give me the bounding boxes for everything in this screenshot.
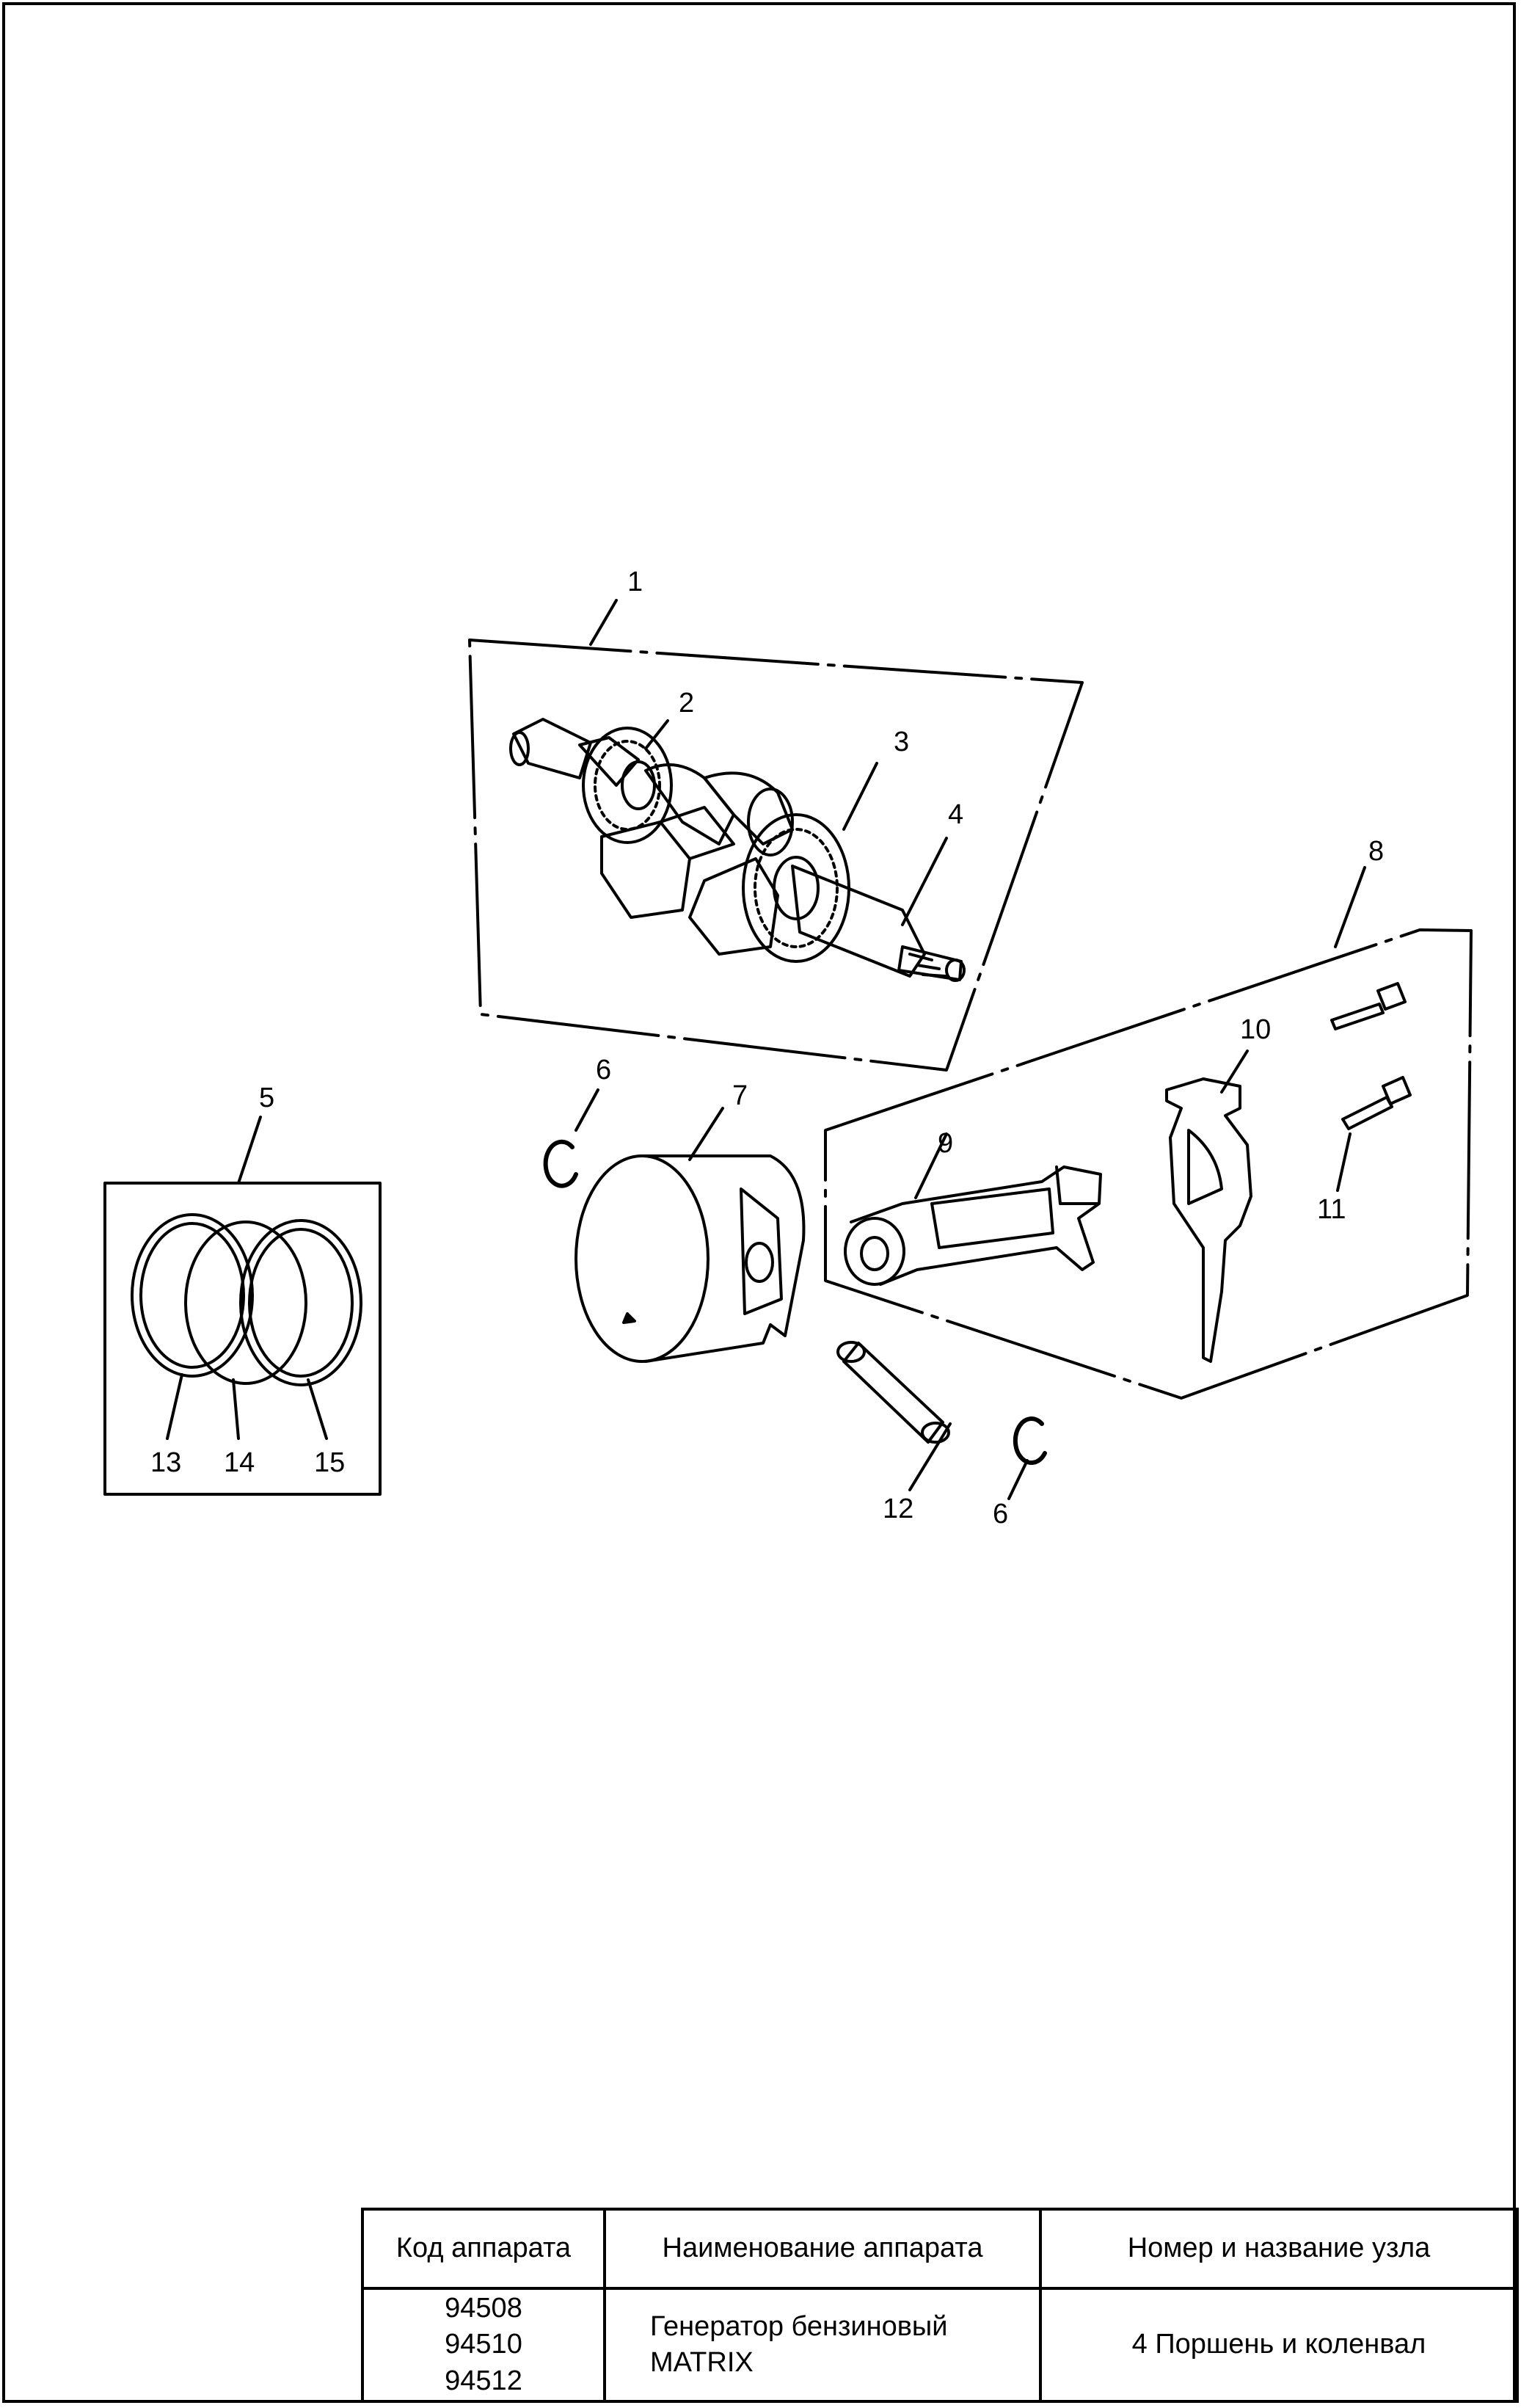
callout-1: 1 xyxy=(627,567,643,597)
callout-15: 15 xyxy=(314,1447,345,1478)
circlip-6-right xyxy=(1007,1416,1047,1500)
header-unit: Номер и название узла xyxy=(1039,2208,1519,2290)
crank-gear-3 xyxy=(742,813,850,963)
device-code: 94510 xyxy=(445,2329,522,2360)
leader-1 xyxy=(589,599,618,646)
connecting-rod xyxy=(844,1132,1102,1286)
callout-14: 14 xyxy=(224,1447,255,1478)
callout-11: 11 xyxy=(1317,1194,1346,1225)
callout-3: 3 xyxy=(894,727,909,757)
callout-12: 12 xyxy=(883,1494,913,1524)
leader-2 xyxy=(644,719,669,750)
device-codes-cell: 94508 94510 94512 xyxy=(361,2287,606,2403)
crank-gear-2 xyxy=(582,727,673,844)
piston-ring-box xyxy=(103,1116,382,1496)
piston-rings xyxy=(131,1213,362,1440)
callout-6b: 6 xyxy=(993,1499,1008,1529)
crankshaft-assembly-frame xyxy=(468,639,1084,1072)
connecting-rod-cap xyxy=(1165,1050,1252,1363)
title-block-table: Код аппарата Наименование аппарата Номер… xyxy=(361,2208,1519,2403)
connecting-rod-frame xyxy=(824,866,1473,1400)
callout-2: 2 xyxy=(679,688,694,719)
device-code: 94512 xyxy=(445,2365,522,2396)
callout-4: 4 xyxy=(948,799,963,830)
header-device-code: Код аппарата xyxy=(361,2208,606,2290)
rod-bolts xyxy=(1330,982,1412,1192)
callout-8: 8 xyxy=(1368,836,1384,867)
leader-3 xyxy=(842,762,878,831)
callout-labels: 1 2 3 4 5 6 7 8 9 10 11 12 6 13 14 15 xyxy=(150,567,1384,1529)
callout-6a: 6 xyxy=(596,1055,611,1085)
unit-name: 4 Поршень и коленвал xyxy=(1039,2287,1519,2403)
device-name: Генератор бензиновый MATRIX xyxy=(603,2287,1042,2403)
callout-5: 5 xyxy=(259,1083,274,1113)
device-code: 94508 xyxy=(445,2292,522,2324)
callout-7: 7 xyxy=(732,1080,748,1111)
callout-9: 9 xyxy=(938,1128,953,1159)
callout-10: 10 xyxy=(1240,1014,1271,1045)
leader-4 xyxy=(901,837,948,926)
header-device-name: Наименование аппарата xyxy=(603,2208,1042,2290)
exploded-parts-diagram: 1 2 3 4 5 6 7 8 9 10 11 12 6 13 14 15 xyxy=(103,567,1473,1529)
piston-pin xyxy=(836,1341,952,1491)
piston xyxy=(575,1107,806,1363)
callout-13: 13 xyxy=(150,1447,181,1478)
circlip-6-left xyxy=(543,1088,599,1188)
crankshaft xyxy=(509,718,966,982)
